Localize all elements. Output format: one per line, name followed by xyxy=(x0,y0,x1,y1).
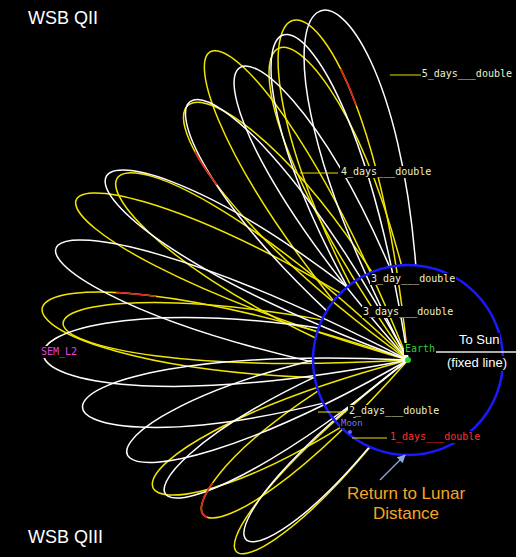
trajectory-loop xyxy=(56,240,408,362)
trajectory-loop xyxy=(234,360,408,554)
trajectory-loop xyxy=(116,173,408,360)
trajectory-label: 1_days___double xyxy=(389,431,481,443)
point-label: SEM_L2 xyxy=(40,346,78,358)
trajectory-loop xyxy=(43,318,408,387)
trajectory-label: 2_days___double xyxy=(348,405,440,417)
trajectory-label: 4_days___double xyxy=(340,166,432,178)
leader-arrow xyxy=(380,455,405,480)
trajectory-loop xyxy=(83,358,408,427)
earth-dot xyxy=(405,357,411,363)
trajectory-loops xyxy=(42,10,416,554)
quadrant-label: WSB QIII xyxy=(27,527,104,548)
trajectory-label: 3_days___double xyxy=(362,306,454,318)
body-label: Earth xyxy=(404,343,436,355)
trajectory-segment xyxy=(42,292,408,378)
leader-line xyxy=(318,412,346,413)
direction-label: (fixed line) xyxy=(446,356,508,371)
callout-text: Return to Lunar Distance xyxy=(330,484,482,523)
leader-line xyxy=(300,173,338,174)
quadrant-label: WSB QII xyxy=(27,8,99,29)
trajectory-loop xyxy=(63,303,408,364)
trajectory-label: 3_day___double xyxy=(370,273,456,285)
trajectory-loop xyxy=(185,100,408,360)
leader-line xyxy=(390,75,421,76)
trajectory-segment xyxy=(184,102,408,360)
direction-label: To Sun xyxy=(458,333,500,348)
moon-dot xyxy=(348,430,352,434)
leader-line xyxy=(352,438,387,439)
trajectory-label: 5_days___double xyxy=(421,68,513,80)
trajectory-loop xyxy=(42,292,408,378)
body-label: Moon xyxy=(340,418,364,428)
trajectory-loop xyxy=(105,170,408,360)
